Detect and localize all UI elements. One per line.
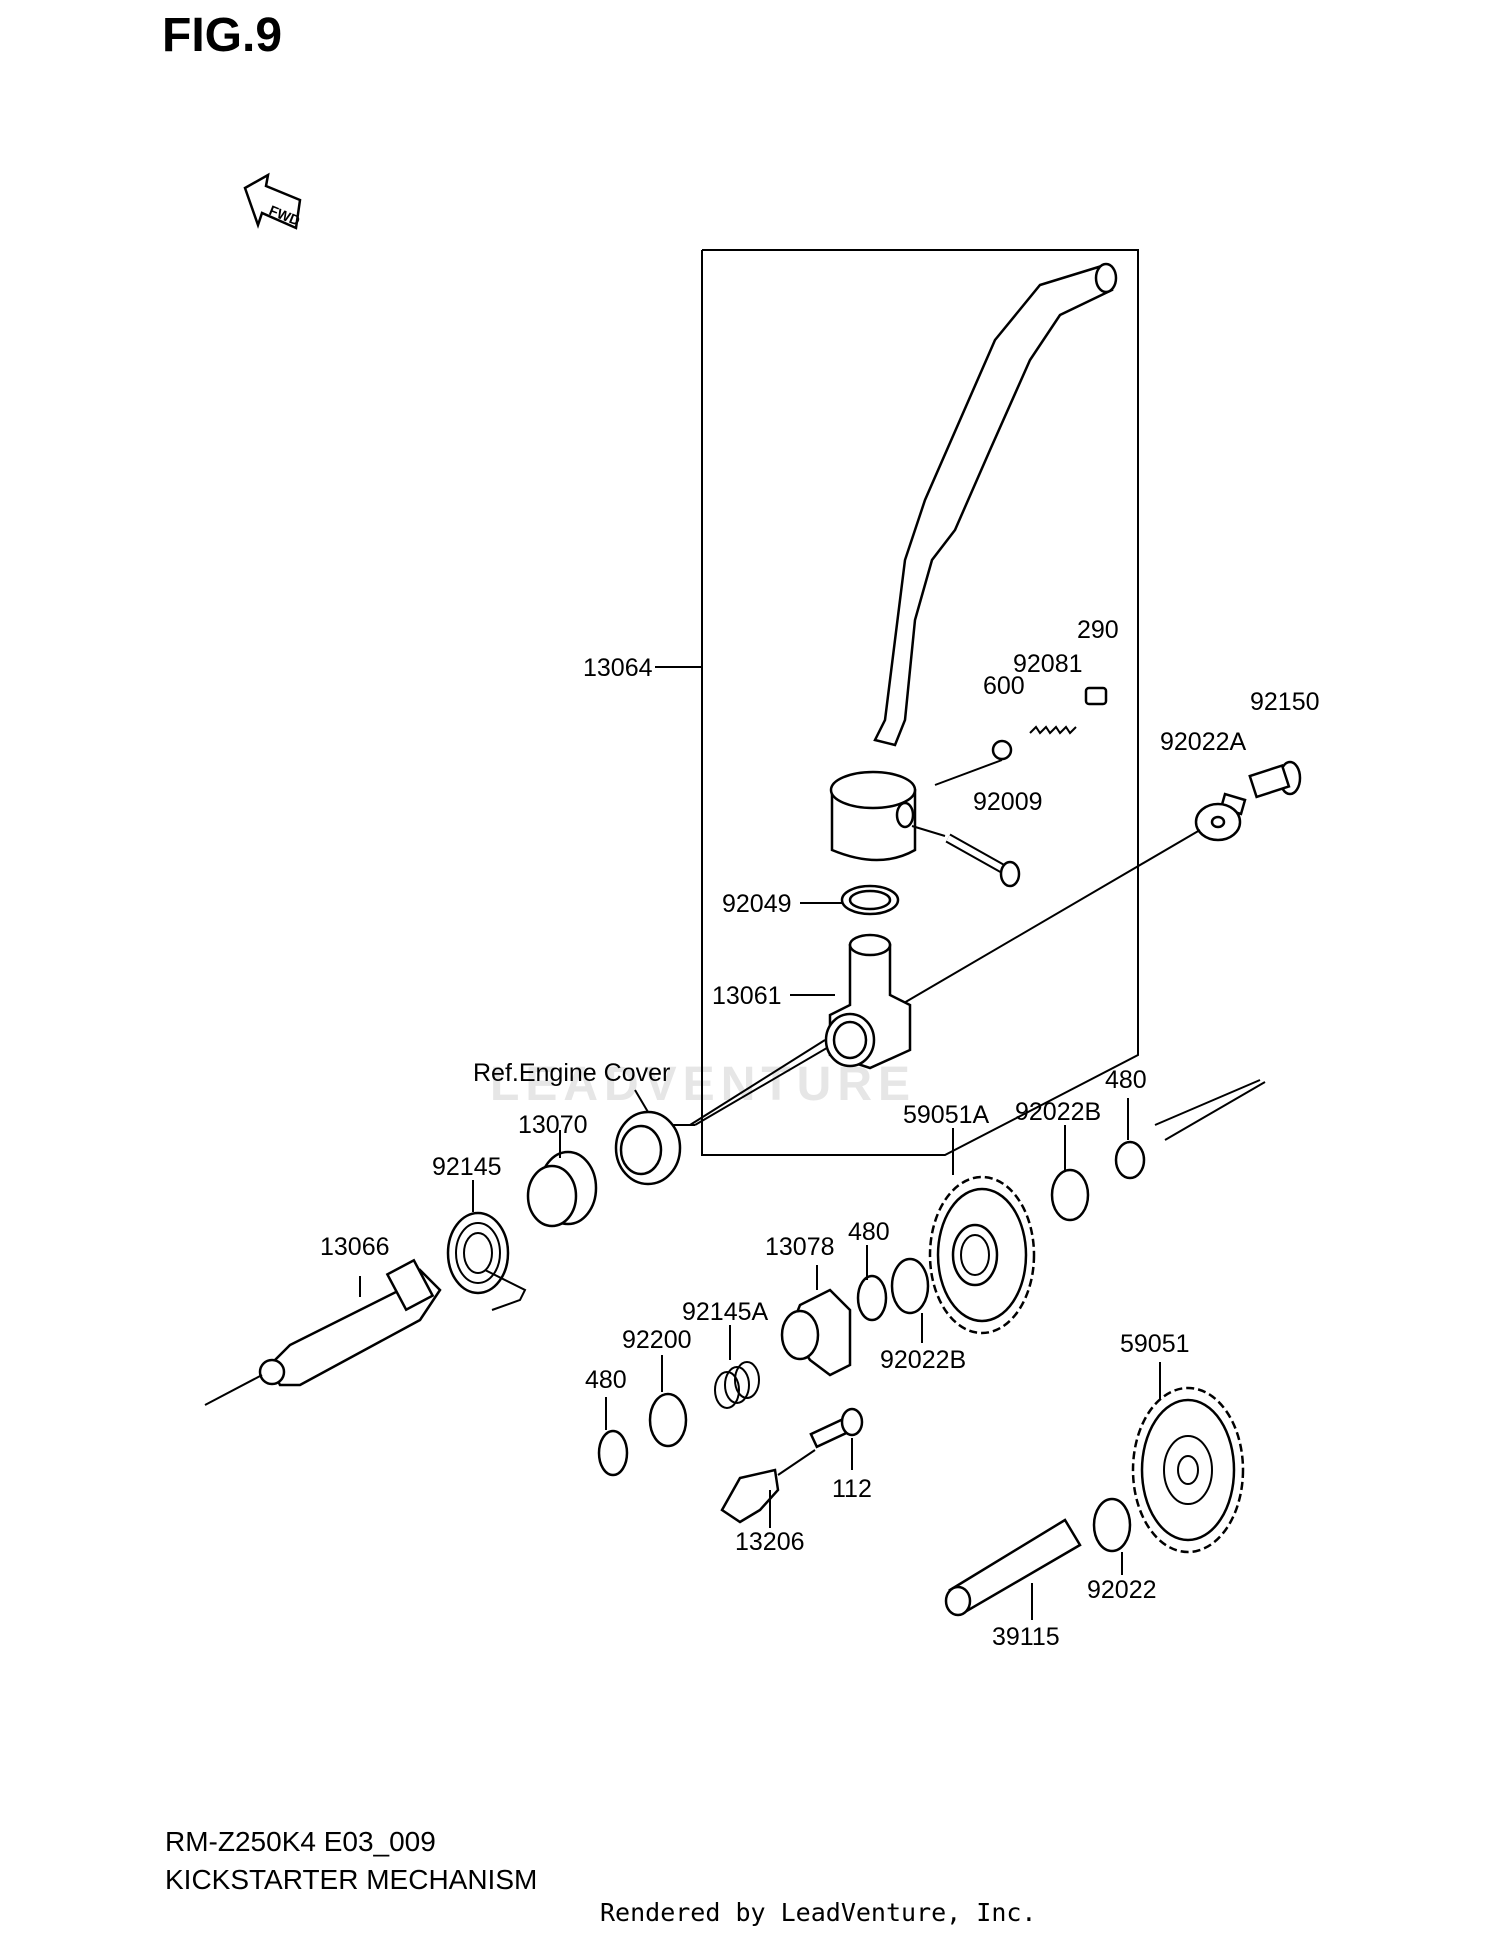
label-480-low: 480 xyxy=(585,1366,627,1394)
model-code: RM-Z250K4 E03_009 xyxy=(165,1826,436,1857)
part-92145 xyxy=(446,1211,527,1311)
label-13064: 13064 xyxy=(583,654,653,682)
label-92022B-top: 92022B xyxy=(1015,1098,1101,1126)
part-92150 xyxy=(1219,760,1302,816)
part-92049 xyxy=(840,884,900,916)
label-92022B-mid: 92022B xyxy=(880,1346,966,1374)
part-13070 xyxy=(526,1150,598,1228)
part-480-low xyxy=(597,1429,629,1477)
label-92145A: 92145A xyxy=(682,1298,769,1326)
label-112: 112 xyxy=(832,1475,872,1503)
part-92022B-top xyxy=(1050,1168,1090,1222)
label-92022A: 92022A xyxy=(1160,728,1247,756)
label-92200: 92200 xyxy=(622,1326,692,1354)
part-112 xyxy=(809,1407,864,1449)
part-480-top xyxy=(1114,1140,1146,1180)
shaft-axis-line-1 xyxy=(694,829,1201,1126)
label-480-top: 480 xyxy=(1105,1066,1147,1094)
part-290 xyxy=(1084,686,1108,706)
kick-lever-part xyxy=(829,262,1118,862)
label-59051A: 59051A xyxy=(903,1101,990,1129)
part-59051A xyxy=(928,1175,1036,1335)
label-ref-engine-cover: Ref.Engine Cover xyxy=(473,1059,670,1087)
label-600: 600 xyxy=(983,672,1025,700)
label-92150: 92150 xyxy=(1250,688,1320,716)
part-59051 xyxy=(1131,1386,1245,1554)
part-13061 xyxy=(824,933,912,1070)
part-92081 xyxy=(1029,725,1077,735)
part-92200 xyxy=(648,1392,688,1448)
part-480-mid xyxy=(856,1274,888,1322)
label-13206: 13206 xyxy=(735,1528,805,1556)
figure-title: FIG.9 xyxy=(162,9,283,62)
label-480-mid: 480 xyxy=(848,1218,890,1246)
label-13066: 13066 xyxy=(320,1233,390,1261)
part-92022B-mid xyxy=(890,1257,930,1315)
label-39115: 39115 xyxy=(992,1623,1060,1651)
part-600 xyxy=(991,739,1013,761)
label-92022: 92022 xyxy=(1087,1576,1157,1604)
watermark-text: LEADVENTURE xyxy=(490,1058,916,1111)
engine-cover-bearing xyxy=(614,1110,682,1186)
label-92009: 92009 xyxy=(973,788,1043,816)
part-13078 xyxy=(780,1288,852,1377)
section-name: KICKSTARTER MECHANISM xyxy=(165,1864,538,1895)
part-92145A xyxy=(714,1361,760,1409)
part-13066 xyxy=(204,1258,442,1406)
part-13206 xyxy=(720,1468,780,1524)
part-92022A xyxy=(1194,802,1242,842)
label-13061: 13061 xyxy=(712,982,782,1010)
label-59051: 59051 xyxy=(1120,1330,1190,1358)
shaft-axis-line-2 xyxy=(689,1039,826,1126)
label-13078: 13078 xyxy=(765,1233,835,1261)
fwd-arrow-icon: FWD xyxy=(243,172,302,230)
label-290: 290 xyxy=(1077,616,1119,644)
label-13070: 13070 xyxy=(518,1111,588,1139)
assembly-box xyxy=(701,249,1139,1156)
part-39115 xyxy=(944,1518,1082,1617)
part-92022 xyxy=(1092,1497,1132,1553)
rendered-by: Rendered by LeadVenture, Inc. xyxy=(600,1898,1037,1927)
part-92009 xyxy=(911,825,1021,888)
label-92049: 92049 xyxy=(722,890,792,918)
label-92081: 92081 xyxy=(1013,650,1083,678)
label-92145: 92145 xyxy=(432,1153,502,1181)
